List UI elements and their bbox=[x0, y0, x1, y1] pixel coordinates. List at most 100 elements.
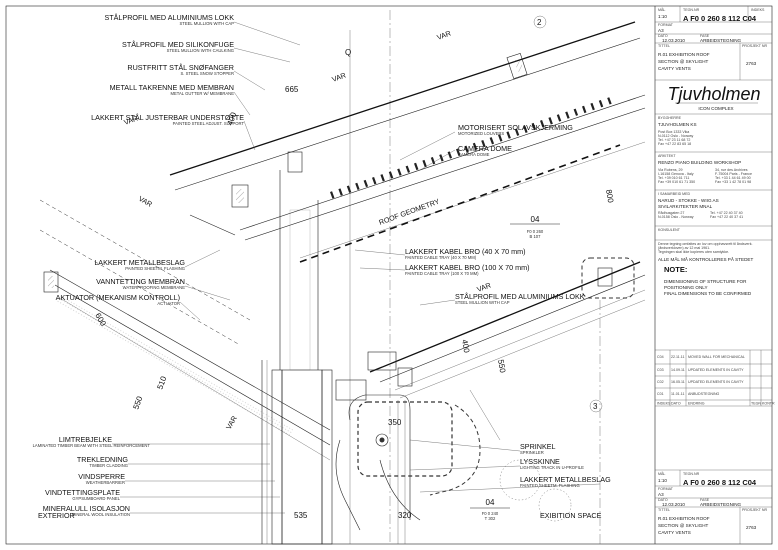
label-camera: CAMERA DOME bbox=[458, 144, 512, 153]
svg-text:A F0 0 260 8 112 C04: A F0 0 260 8 112 C04 bbox=[683, 478, 757, 487]
svg-text:PAINTED SHEETM. FLASHING: PAINTED SHEETM. FLASHING bbox=[125, 266, 185, 271]
louver-blade bbox=[355, 182, 360, 191]
svg-text:C03: C03 bbox=[657, 368, 664, 372]
svg-text:2763: 2763 bbox=[746, 525, 757, 530]
svg-text:PAINTED STEEL ADJUST. SUPPORT: PAINTED STEEL ADJUST. SUPPORT bbox=[173, 121, 245, 126]
svg-text:550: 550 bbox=[131, 395, 144, 411]
label-metallbeslag: LAKKERT METALLBESLAG bbox=[94, 258, 185, 267]
svg-text:Fax +47 22 83 65 18: Fax +47 22 83 65 18 bbox=[658, 142, 691, 146]
svg-text:04: 04 bbox=[531, 215, 540, 224]
svg-text:FORMAT: FORMAT bbox=[658, 23, 674, 27]
svg-text:TJUVHOLMEN KS: TJUVHOLMEN KS bbox=[658, 122, 697, 127]
label-exterior: EXTERIOR bbox=[38, 511, 75, 520]
svg-text:TEGN.NR: TEGN.NR bbox=[683, 472, 700, 476]
svg-text:SPRINKLER: SPRINKLER bbox=[520, 450, 544, 455]
louver-blade bbox=[430, 157, 436, 165]
svg-text:Tel. +47 23 11 68 72: Tel. +47 23 11 68 72 bbox=[658, 138, 690, 142]
project-number: 2763 bbox=[746, 61, 757, 66]
svg-text:MOTORIZED LOUVERS: MOTORIZED LOUVERS bbox=[458, 131, 504, 136]
svg-text:VAR: VAR bbox=[137, 194, 154, 209]
label-takrenne: METALL TAKRENNE MED MEMBRAN bbox=[110, 83, 234, 92]
svg-text:2: 2 bbox=[537, 18, 542, 27]
tjuvholmen-logo: Tjuvholmen bbox=[667, 84, 760, 104]
roof-geometry-line bbox=[299, 144, 621, 263]
svg-text:SECTION @ SKYLIGHT: SECTION @ SKYLIGHT bbox=[658, 59, 709, 64]
svg-text:DATO: DATO bbox=[658, 498, 668, 502]
svg-text:B 107: B 107 bbox=[530, 234, 542, 239]
louver-blade bbox=[607, 97, 612, 105]
louver-blade bbox=[548, 117, 553, 125]
svg-text:R.01 EXHIBITION ROOF: R.01 EXHIBITION ROOF bbox=[658, 516, 710, 521]
louver-blade bbox=[573, 108, 579, 116]
svg-text:BYGGHERRE: BYGGHERRE bbox=[658, 116, 682, 120]
louver-blade bbox=[531, 122, 537, 131]
svg-text:S. STEEL SNOW STOPPER: S. STEEL SNOW STOPPER bbox=[180, 71, 234, 76]
svg-text:Tegningen skal ikke kopieres u: Tegningen skal ikke kopieres uten samtyk… bbox=[658, 250, 729, 254]
label-motorisert: MOTORISERT SOLAVSKJERMING bbox=[458, 123, 573, 132]
svg-text:TITTEL: TITTEL bbox=[658, 44, 670, 48]
svg-text:STEEL MULLION WITH CAP: STEEL MULLION WITH CAP bbox=[455, 300, 510, 305]
svg-text:ANBUDSTEGNING: ANBUDSTEGNING bbox=[688, 392, 720, 396]
svg-text:34, rue des Archives: 34, rue des Archives bbox=[715, 168, 748, 172]
section-marker-04b: 04 F0 0 240 T 302 bbox=[470, 498, 510, 521]
svg-text:POSITIONING ONLY: POSITIONING ONLY bbox=[664, 285, 708, 290]
svg-text:MÅL: MÅL bbox=[658, 471, 665, 476]
svg-text:DIMENSIONING OF STRUCTURE FOR: DIMENSIONING OF STRUCTURE FOR bbox=[664, 279, 747, 284]
roof-upper-band bbox=[169, 21, 646, 259]
svg-text:MINERAL WOOL INSULATION: MINERAL WOOL INSULATION bbox=[72, 512, 130, 517]
svg-text:Denne tegning omfattes av lov: Denne tegning omfattes av lov om opphavs… bbox=[658, 242, 753, 246]
svg-text:12.03.2010: 12.03.2010 bbox=[662, 38, 685, 43]
svg-text:Fax +33 1 42 78 01 98: Fax +33 1 42 78 01 98 bbox=[715, 180, 751, 184]
svg-text:535: 535 bbox=[294, 511, 308, 520]
svg-text:TEGN.NR: TEGN.NR bbox=[683, 8, 700, 12]
label-trekledning: TREKLEDNING bbox=[77, 455, 129, 464]
label-stalprofil-mid: STÅLPROFIL MED ALUMINIUMS LOKK bbox=[455, 292, 585, 301]
drawing-title-line1: R.01 EXHIBITION ROOF bbox=[658, 52, 710, 57]
svg-text:Rådhusgaten 27: Rådhusgaten 27 bbox=[658, 211, 684, 215]
svg-text:14.09.11: 14.09.11 bbox=[671, 368, 685, 372]
svg-text:KONTR: KONTR bbox=[762, 402, 775, 406]
mullion-block-top bbox=[506, 52, 528, 80]
title-block: MÅL 1:10 TEGN.NR A F0 0 260 8 112 C04 IN… bbox=[654, 6, 775, 544]
svg-text:MOVED WALL FOR MECHANICAL: MOVED WALL FOR MECHANICAL bbox=[688, 355, 745, 359]
svg-text:22.11.11: 22.11.11 bbox=[671, 355, 684, 359]
label-kabel1: LAKKERT KABEL BRO (40 X 70 mm) bbox=[405, 247, 526, 256]
louver-blade bbox=[523, 125, 528, 134]
louver-blade bbox=[472, 142, 478, 151]
label-exhibition: EXIBITION SPACE bbox=[540, 511, 602, 520]
svg-text:FORMAT: FORMAT bbox=[658, 487, 674, 491]
louver-blade bbox=[422, 159, 427, 168]
svg-text:N-0112 Oslo - Norway: N-0112 Oslo - Norway bbox=[658, 134, 693, 138]
louver-blade bbox=[489, 137, 495, 145]
svg-text:800: 800 bbox=[604, 189, 615, 204]
label-vindtettingsplate: VINDTETTINGSPLATE bbox=[45, 488, 120, 497]
svg-text:350: 350 bbox=[388, 418, 402, 427]
louver-blade bbox=[464, 145, 469, 153]
cavity-duct bbox=[335, 394, 481, 544]
svg-text:STEEL MULLION WITH CAULKING: STEEL MULLION WITH CAULKING bbox=[167, 48, 234, 53]
svg-text:ARKITEKT: ARKITEKT bbox=[658, 154, 676, 158]
svg-text:510: 510 bbox=[155, 375, 168, 391]
label-vanntetting: VANNTETTING MEMBRAN bbox=[96, 277, 185, 286]
label-lysskinne: LYSSKINNE bbox=[520, 457, 560, 466]
louver-blade bbox=[388, 171, 394, 179]
louver-blade bbox=[590, 102, 595, 111]
louver-blade bbox=[346, 185, 352, 193]
bottom-title-block: MÅL 1:10 TEGN.NR A F0 0 260 8 112 C04 FO… bbox=[655, 469, 772, 544]
axis-bubble-2 bbox=[533, 15, 547, 29]
svg-text:PAINTED SHEETM. FLASHING: PAINTED SHEETM. FLASHING bbox=[520, 483, 580, 488]
louver-blade bbox=[565, 111, 570, 119]
section-marker-04a: 04 F0 0 260 B 107 bbox=[510, 215, 560, 239]
svg-text:PAINTED CABLE TRAY (40 X 70 MM: PAINTED CABLE TRAY (40 X 70 MM) bbox=[405, 255, 477, 260]
svg-text:RENZO PIANO BUILDING WORKSHOP: RENZO PIANO BUILDING WORKSHOP bbox=[658, 160, 741, 165]
svg-text:SIVILARKITEKTER MNAL: SIVILARKITEKTER MNAL bbox=[658, 204, 713, 209]
svg-text:FINAL DIMENSIONS TO BE CONFIRM: FINAL DIMENSIONS TO BE CONFIRMED bbox=[664, 291, 752, 296]
svg-text:INDEKS: INDEKS bbox=[657, 402, 671, 406]
sheet-border bbox=[5, 5, 773, 545]
svg-text:04: 04 bbox=[486, 498, 495, 507]
svg-text:I SAMARBEID MED: I SAMARBEID MED bbox=[658, 192, 691, 196]
svg-text:PROSJEKT NR: PROSJEKT NR bbox=[742, 508, 767, 512]
label-stalprofil-top: STÅLPROFIL MED ALUMINIUMS LOKK bbox=[104, 13, 234, 22]
svg-text:WATERPROOFING MEMBRANE: WATERPROOFING MEMBRANE bbox=[123, 285, 186, 290]
svg-text:Tel. +39 010 61 711: Tel. +39 010 61 711 bbox=[658, 176, 689, 180]
